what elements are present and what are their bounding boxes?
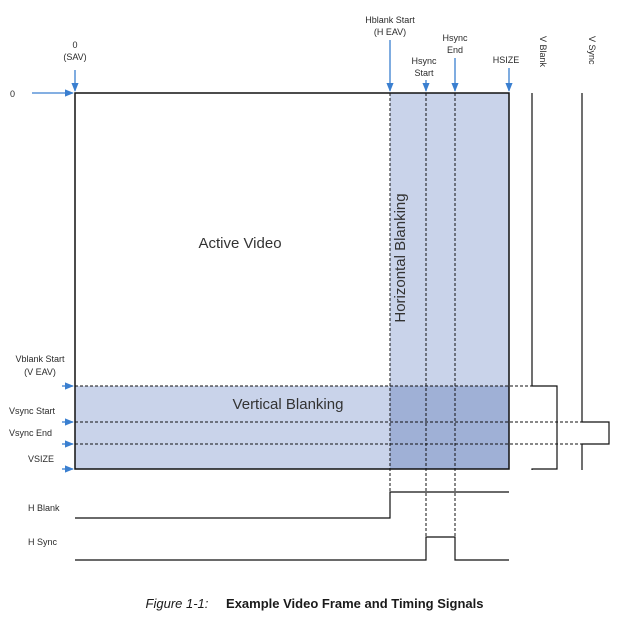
v-blank-waveform bbox=[531, 93, 558, 470]
row-zero-label: 0 bbox=[10, 89, 15, 99]
blanking-overlap-region bbox=[390, 386, 509, 469]
sav-label: (SAV) bbox=[63, 52, 86, 62]
v-blank-label: V Blank bbox=[538, 36, 548, 68]
diagram-canvas: 0 (SAV) Hblank Start (H EAV) Hsync Start… bbox=[9, 15, 610, 561]
hsync-end-label-2: End bbox=[447, 45, 463, 55]
h-eav-label: (H EAV) bbox=[374, 27, 406, 37]
h-sync-label: H Sync bbox=[28, 537, 58, 547]
frame-outline bbox=[74, 92, 510, 470]
vsync-start-label: Vsync Start bbox=[9, 406, 56, 416]
h-blank-label: H Blank bbox=[28, 503, 60, 513]
hsync-end-label-1: Hsync bbox=[442, 33, 468, 43]
v-sync-waveform bbox=[581, 93, 610, 470]
sav-zero-label: 0 bbox=[72, 40, 77, 50]
active-video-label: Active Video bbox=[198, 235, 281, 252]
horizontal-blanking-label: Horizontal Blanking bbox=[392, 193, 409, 322]
left-arrows bbox=[32, 89, 74, 473]
v-sync-label: V Sync bbox=[587, 36, 597, 65]
hblank-start-label: Hblank Start bbox=[365, 15, 415, 25]
vertical-guides bbox=[389, 93, 456, 537]
vsize-label: VSIZE bbox=[28, 454, 54, 464]
v-eav-label: (V EAV) bbox=[24, 367, 56, 377]
vblank-start-label: Vblank Start bbox=[15, 354, 65, 364]
hsync-start-label-2: Start bbox=[414, 68, 434, 78]
horizontal-blanking-region bbox=[390, 93, 509, 386]
top-arrows bbox=[71, 40, 513, 92]
figure-caption: Figure 1-1: Example Video Frame and Timi… bbox=[0, 596, 629, 611]
h-blank-waveform bbox=[75, 491, 509, 519]
figure-number: Figure 1-1: bbox=[145, 596, 209, 611]
figure-title: Example Video Frame and Timing Signals bbox=[226, 596, 484, 611]
vertical-blanking-region bbox=[75, 386, 390, 469]
vertical-blanking-label: Vertical Blanking bbox=[233, 396, 344, 413]
h-sync-waveform bbox=[75, 536, 509, 561]
horizontal-guides bbox=[75, 385, 582, 445]
hsync-start-label-1: Hsync bbox=[411, 56, 437, 66]
hsize-label: HSIZE bbox=[493, 55, 520, 65]
vsync-end-label: Vsync End bbox=[9, 428, 52, 438]
